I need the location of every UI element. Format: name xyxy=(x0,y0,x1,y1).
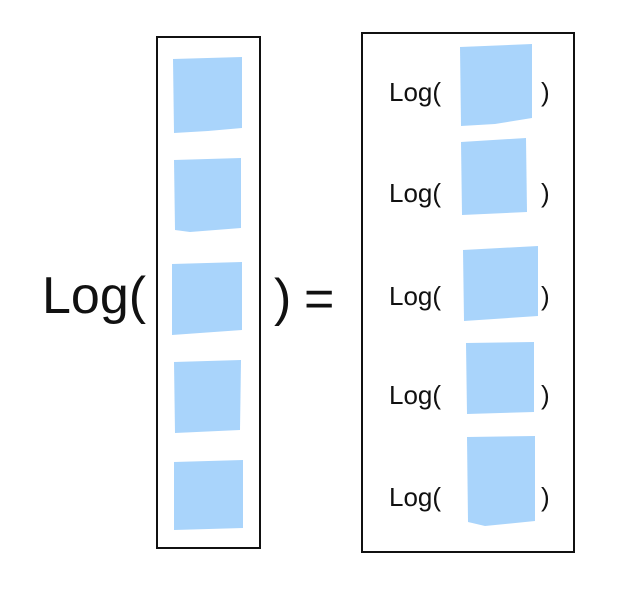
output-cell-4 xyxy=(466,342,534,414)
input-cell-3 xyxy=(172,262,242,335)
output-cell-2 xyxy=(461,138,527,215)
output-row-2-close: ) xyxy=(541,178,550,208)
input-cell-5 xyxy=(174,460,243,530)
input-cell-4 xyxy=(174,360,241,433)
output-cell-5 xyxy=(467,436,535,526)
left-close-paren: ) xyxy=(274,269,292,327)
input-vector-box xyxy=(156,36,261,549)
output-row-4-close: ) xyxy=(541,380,550,410)
output-row-4-log: Log( xyxy=(389,380,442,410)
output-row-2-log: Log( xyxy=(389,178,442,208)
equals-sign: = xyxy=(304,270,335,328)
output-row-3-log: Log( xyxy=(389,281,442,311)
output-row-1-log: Log( xyxy=(389,77,442,107)
input-cell-1 xyxy=(173,57,242,133)
output-row-3-close: ) xyxy=(541,281,550,311)
output-row-1-close: ) xyxy=(541,77,550,107)
output-row-5-log: Log( xyxy=(389,482,442,512)
left-log-label: Log( xyxy=(42,267,147,325)
output-row-5-close: ) xyxy=(541,482,550,512)
output-vector-box xyxy=(361,32,575,553)
output-cell-3 xyxy=(463,246,538,321)
output-cell-1 xyxy=(460,44,532,126)
input-cell-2 xyxy=(174,158,241,232)
